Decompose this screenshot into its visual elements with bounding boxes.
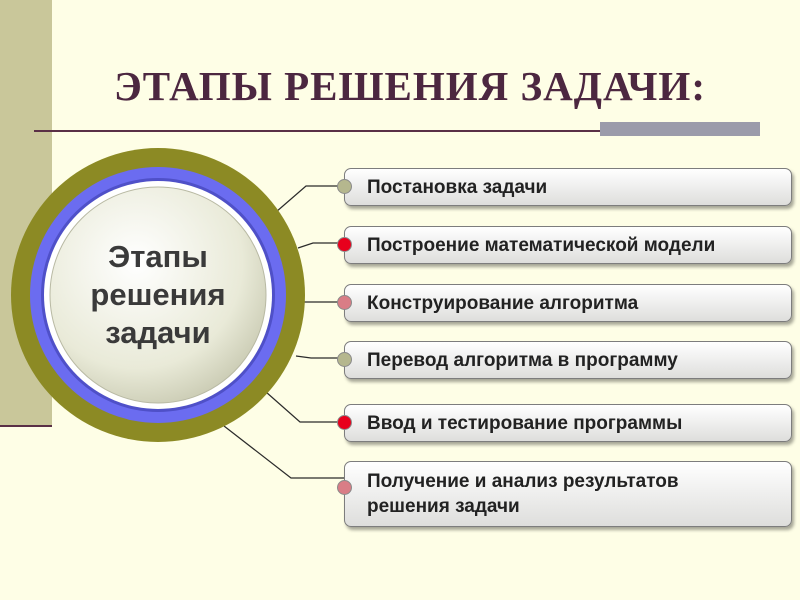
title-accent-bar	[600, 122, 760, 136]
slide-title: ЭТАПЫ РЕШЕНИЯ ЗАДАЧИ:	[114, 63, 706, 109]
center-label-line-1: Этапы	[108, 239, 208, 274]
bullet-dot-2	[337, 237, 352, 252]
connector-line-5	[265, 391, 344, 423]
connector-line-1	[275, 185, 344, 213]
bullet-dot-6	[337, 480, 352, 495]
step-label-4: Перевод алгоритма в программу	[367, 349, 678, 371]
step-box-2: Построение математической модели	[337, 226, 792, 264]
step-label-3: Конструирование алгоритма	[367, 292, 639, 314]
connector-line-2	[297, 242, 344, 249]
connector-line-4	[295, 355, 344, 359]
bullet-dot-1	[337, 179, 352, 194]
step-box-5: Ввод и тестирование программы	[337, 404, 792, 442]
bullet-dot-3	[337, 295, 352, 310]
inner-circle	[49, 186, 267, 404]
step-box-3: Конструирование алгоритма	[337, 284, 792, 322]
left-decor-line	[0, 425, 52, 427]
step-label-5: Ввод и тестирование программы	[367, 412, 683, 434]
center-label-line-2: решения	[90, 277, 226, 312]
step-box-6: Получение и анализ результатов решения з…	[337, 461, 792, 527]
step-box-1: Постановка задачи	[337, 168, 792, 206]
center-label-line-3: задачи	[105, 315, 211, 350]
step-box-4: Перевод алгоритма в программу	[337, 341, 792, 379]
step-label-6: Получение и анализ результатов решения з…	[367, 471, 679, 517]
connector-lines	[223, 185, 344, 479]
step-label-2: Построение математической модели	[367, 234, 716, 256]
center-label: Этапы решения задачи	[68, 238, 248, 352]
title-underline	[34, 130, 760, 132]
connector-line-6	[223, 425, 344, 479]
bullet-dot-5	[337, 415, 352, 430]
bullet-dot-4	[337, 352, 352, 367]
step-label-1: Постановка задачи	[367, 176, 548, 198]
